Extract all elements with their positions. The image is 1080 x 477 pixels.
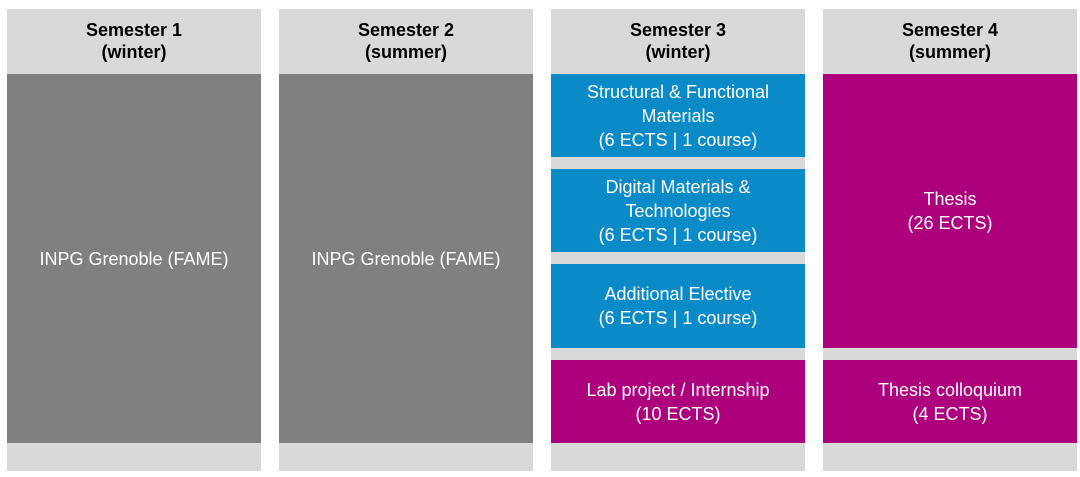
semester-1-season: (winter)	[101, 42, 167, 62]
structural-functional-materials-block: Structural & Functional Materials (6 ECT…	[551, 74, 805, 157]
semester-3-column: Semester 3 (winter) Structural & Functio…	[551, 9, 805, 471]
additional-elective-block: Additional Elective (6 ECTS | 1 course)	[551, 264, 805, 348]
semester-2-host-label: INPG Grenoble (FAME)	[311, 248, 501, 269]
block-line: Thesis	[923, 189, 977, 209]
semester-1-host-label: INPG Grenoble (FAME)	[39, 248, 229, 269]
semester-4-column: Semester 4 (summer) Thesis (26 ECTS) The…	[823, 9, 1077, 471]
semester-3-title: Semester 3	[629, 20, 727, 40]
semester-1-header: Semester 1 (winter)	[7, 9, 261, 73]
block-credits: (6 ECTS | 1 course)	[598, 224, 758, 245]
block-credits: (26 ECTS)	[907, 213, 993, 233]
block-credits: (6 ECTS | 1 course)	[598, 129, 758, 150]
semester-2-host-block: INPG Grenoble (FAME)	[279, 74, 533, 443]
lab-project-internship-block: Lab project / Internship (10 ECTS)	[551, 360, 805, 443]
block-line: Structural & Functional	[586, 81, 770, 102]
semester-4-header: Semester 4 (summer)	[823, 9, 1077, 73]
block-line: Digital Materials &	[605, 176, 751, 197]
semester-2-season: (summer)	[364, 42, 448, 62]
semester-2-title: Semester 2	[357, 20, 455, 40]
semester-2-column: Semester 2 (summer) INPG Grenoble (FAME)	[279, 9, 533, 471]
digital-materials-technologies-block: Digital Materials & Technologies (6 ECTS…	[551, 169, 805, 252]
block-line: Materials	[641, 105, 715, 126]
semester-3-header: Semester 3 (winter)	[551, 9, 805, 73]
block-line: Lab project / Internship	[586, 379, 770, 400]
semester-1-host-block: INPG Grenoble (FAME)	[7, 74, 261, 443]
block-credits: (4 ECTS)	[912, 403, 988, 424]
block-credits: (6 ECTS | 1 course)	[598, 308, 758, 328]
semester-2-header: Semester 2 (summer)	[279, 9, 533, 73]
block-line: Technologies	[625, 200, 731, 221]
semester-3-season: (winter)	[645, 42, 711, 62]
block-line: Additional Elective	[604, 284, 752, 304]
block-credits: (10 ECTS)	[635, 403, 721, 424]
semester-1-column: Semester 1 (winter) INPG Grenoble (FAME)	[7, 9, 261, 471]
thesis-colloquium-block: Thesis colloquium (4 ECTS)	[823, 360, 1077, 443]
thesis-block: Thesis (26 ECTS)	[823, 74, 1077, 348]
block-line: Thesis colloquium	[877, 379, 1023, 400]
semester-4-season: (summer)	[908, 42, 992, 62]
semester-1-title: Semester 1	[85, 20, 183, 40]
semester-4-title: Semester 4	[901, 20, 999, 40]
